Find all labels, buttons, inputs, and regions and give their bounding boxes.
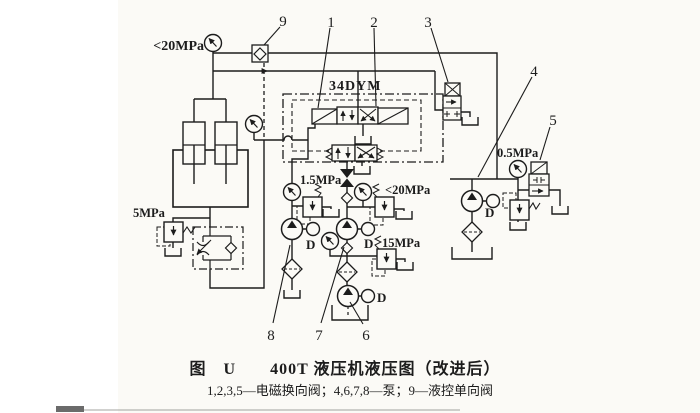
motor-6-label: D (377, 290, 386, 305)
motor-4-label: D (485, 205, 494, 220)
part-number-3: 3 (424, 15, 432, 31)
relief-20mpa-label: <20MPa (385, 183, 431, 197)
shutoff-valve (340, 169, 354, 187)
spring-right-icon (375, 147, 385, 161)
spring-icon (182, 226, 196, 234)
spring-icon (371, 183, 381, 198)
blocked-ports-icon (444, 111, 460, 117)
arrow-cross2-icon (360, 108, 377, 122)
piston-rods (193, 145, 227, 184)
relief-body (510, 200, 529, 220)
motor-7 (360, 221, 376, 237)
leader-8 (272, 244, 291, 324)
part-number-1: 1 (327, 15, 335, 31)
relief-valve-15mpa (371, 235, 414, 277)
leader-4 (477, 76, 533, 178)
relief-15mpa-label: 15MPa (382, 236, 421, 250)
solenoid-left-diagonal (311, 108, 338, 125)
relief-5mpa-label: 5MPa (133, 206, 166, 220)
solenoid-diagonal (530, 161, 548, 175)
pilot-check-valve-9 (251, 44, 269, 63)
shutoff-lower-triangle (340, 178, 354, 187)
relief-1-5mpa-label: 1.5MPa (300, 173, 342, 187)
gauge-0-5mpa-label: 0.5MPa (497, 146, 539, 160)
system-pressure-label: <20MPa (153, 39, 204, 54)
leader-2 (373, 27, 377, 107)
motor-8 (305, 221, 321, 237)
valve-cell-parallel (336, 106, 359, 125)
blocked-ports-icon (533, 177, 545, 183)
valve9-check-icon (253, 47, 267, 61)
pump-4 (460, 189, 484, 213)
pressure-gauge-system (205, 35, 222, 52)
scan-smudge (56, 406, 84, 412)
tank-pump6 (331, 305, 369, 321)
motor-8-label: D (306, 237, 315, 252)
part-number-2: 2 (370, 15, 378, 31)
valve-block-outer-box (282, 93, 444, 163)
leader-6 (349, 301, 364, 325)
spring-icon (373, 235, 383, 250)
press-frame (172, 149, 249, 208)
throttle-check-unit (192, 226, 244, 270)
spring-icon (528, 201, 541, 211)
relief-body (375, 197, 394, 217)
figure-caption-legend: 1,2,3,5—电磁换向阀；4,6,7,8—泵；9—液控单向阀 (207, 383, 493, 399)
part-number-9: 9 (279, 14, 287, 30)
leader-3 (430, 27, 449, 83)
part-number-7: 7 (315, 328, 323, 344)
pressure-gauge-cylinder (246, 116, 263, 133)
solenoid-valve-5 (528, 161, 569, 215)
valve-group-label: 34DYM (329, 79, 381, 94)
relief-body (303, 197, 322, 217)
leader-5 (539, 126, 551, 161)
solenoid-valve-3 (442, 82, 479, 126)
pump-7 (335, 217, 359, 241)
pressure-gauge-pump8 (284, 184, 301, 201)
relief-body (164, 222, 183, 242)
directional-valve-2 (324, 144, 385, 175)
motor-7-label: D (364, 236, 373, 251)
relief-valve-1-5mpa (296, 183, 340, 225)
motor-6 (360, 288, 376, 304)
part-number-5: 5 (549, 113, 557, 129)
relief-valve-0-5mpa (502, 192, 541, 231)
valve-cell-parallel (331, 144, 356, 162)
pump-6 (336, 284, 360, 308)
pressure-gauge-pump7 (355, 184, 372, 201)
directional-valve-1 (311, 106, 409, 145)
relief-body (377, 249, 396, 269)
relief-valve-20mpa (369, 183, 413, 226)
relief-valve-5mpa (156, 222, 196, 257)
leader-9 (263, 26, 281, 46)
part-number-6: 6 (362, 328, 370, 344)
press-group (172, 121, 249, 208)
pressure-gauge-pump7-low (322, 233, 339, 250)
part-number-4: 4 (530, 64, 538, 80)
throttle-arrow (196, 239, 212, 255)
solenoid-x-icon (444, 82, 461, 97)
leader-1 (317, 27, 331, 109)
arrow-cross1-icon (359, 108, 376, 122)
tank-pump4 (451, 247, 493, 260)
pump-8 (280, 217, 304, 241)
part-number-8: 8 (267, 328, 275, 344)
figure-caption-title: 图 U 400T 液压机液压图（改进后） (190, 359, 501, 378)
pressure-gauge-pump4 (510, 161, 527, 178)
arrow-cross2-icon (357, 146, 376, 159)
throttle-unit-pipes (202, 227, 232, 269)
leader-7 (320, 246, 345, 324)
shutoff-upper-triangle (340, 169, 354, 178)
spring-icon (313, 183, 323, 198)
solenoid-right-diagonal (377, 107, 409, 125)
valve-block-34dym: 34DYM (282, 79, 444, 175)
throttle-unit-enclosure (192, 226, 244, 270)
